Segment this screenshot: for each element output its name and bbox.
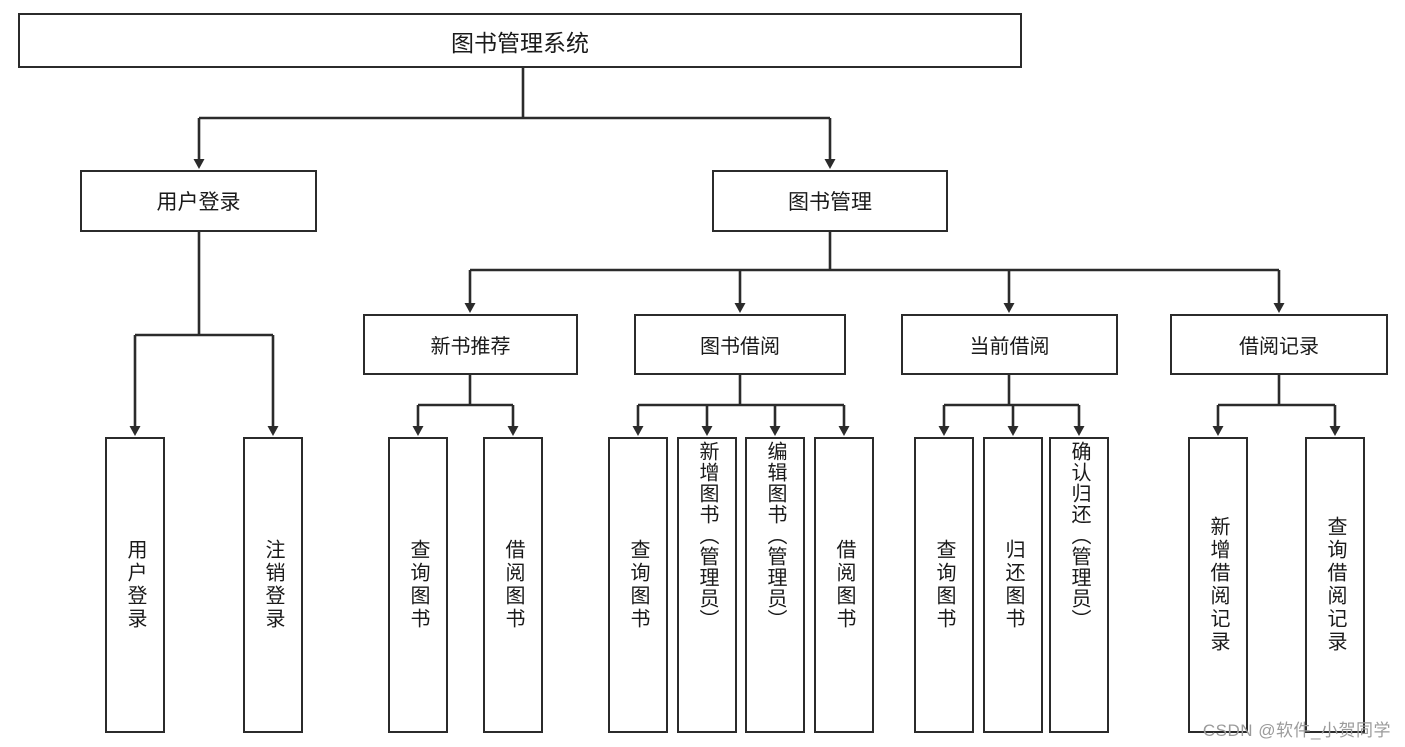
node-label: 查询图书 bbox=[407, 539, 429, 631]
node-root-system[interactable]: 图书管理系统 bbox=[18, 13, 1022, 68]
node-label: 确认归还（管理员） bbox=[1068, 441, 1090, 630]
node-book-borrow[interactable]: 图书借阅 bbox=[634, 314, 846, 375]
node-label: 图书管理 bbox=[788, 191, 872, 214]
leaf-query-book-borrow[interactable]: 查询图书 bbox=[608, 437, 668, 733]
node-label: 注销登录 bbox=[262, 539, 284, 631]
leaf-confirm-return-admin[interactable]: 确认归还（管理员） bbox=[1049, 437, 1109, 733]
node-user-login[interactable]: 用户登录 bbox=[80, 170, 317, 232]
leaf-add-book-admin[interactable]: 新增图书（管理员） bbox=[677, 437, 737, 733]
node-label: 查询图书 bbox=[627, 539, 649, 631]
leaf-return-book[interactable]: 归还图书 bbox=[983, 437, 1043, 733]
node-label: 新书推荐 bbox=[430, 336, 511, 358]
node-book-management[interactable]: 图书管理 bbox=[712, 170, 948, 232]
node-borrow-record[interactable]: 借阅记录 bbox=[1170, 314, 1388, 375]
node-label: 借阅图书 bbox=[502, 539, 524, 631]
leaf-query-book-current[interactable]: 查询图书 bbox=[914, 437, 974, 733]
node-current-borrow[interactable]: 当前借阅 bbox=[901, 314, 1118, 375]
node-label: 查询借阅记录 bbox=[1324, 516, 1346, 654]
node-label: 图书管理系统 bbox=[451, 29, 589, 56]
node-label: 用户登录 bbox=[156, 191, 241, 214]
node-label: 用户登录 bbox=[124, 539, 146, 631]
node-new-book-recommendation[interactable]: 新书推荐 bbox=[363, 314, 578, 375]
leaf-borrow-book-newbook[interactable]: 借阅图书 bbox=[483, 437, 543, 733]
node-label: 归还图书 bbox=[1002, 539, 1024, 631]
node-label: 新增图书（管理员） bbox=[696, 441, 718, 630]
node-label: 借阅图书 bbox=[833, 539, 855, 631]
node-label: 借阅记录 bbox=[1239, 336, 1319, 358]
node-label: 查询图书 bbox=[933, 539, 955, 631]
leaf-add-borrow-record[interactable]: 新增借阅记录 bbox=[1188, 437, 1248, 733]
leaf-user-login[interactable]: 用户登录 bbox=[105, 437, 165, 733]
node-label: 当前借阅 bbox=[969, 336, 1050, 358]
leaf-borrow-book[interactable]: 借阅图书 bbox=[814, 437, 874, 733]
leaf-query-book-newbook[interactable]: 查询图书 bbox=[388, 437, 448, 733]
node-label: 图书借阅 bbox=[700, 336, 780, 358]
leaf-edit-book-admin[interactable]: 编辑图书（管理员） bbox=[745, 437, 805, 733]
leaf-query-borrow-record[interactable]: 查询借阅记录 bbox=[1305, 437, 1365, 733]
watermark-text: CSDN @软件_小贺同学 bbox=[1202, 721, 1391, 740]
node-label: 新增借阅记录 bbox=[1207, 516, 1229, 654]
leaf-logout[interactable]: 注销登录 bbox=[243, 437, 303, 733]
node-label: 编辑图书（管理员） bbox=[764, 441, 786, 630]
